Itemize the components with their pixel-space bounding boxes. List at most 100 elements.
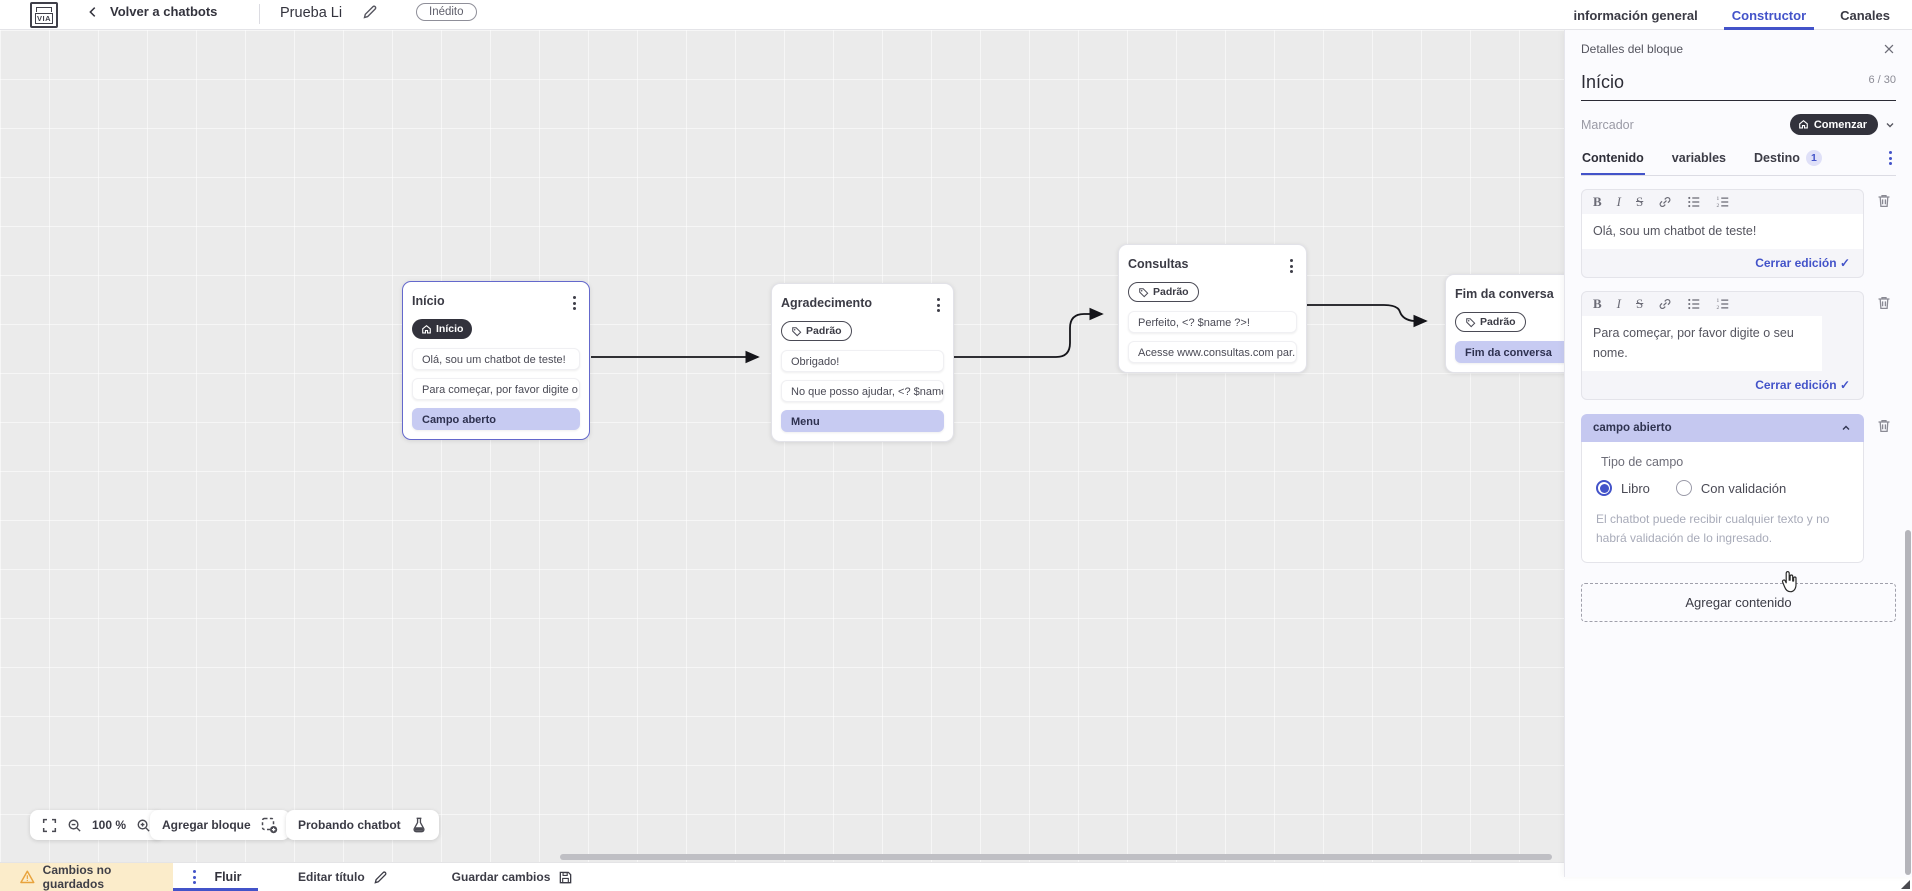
node-menu-button[interactable] xyxy=(1286,257,1297,275)
radio-button-icon xyxy=(1596,480,1612,497)
node-row[interactable]: Acesse www.consultas.com par... xyxy=(1128,340,1297,363)
node-menu-button[interactable] xyxy=(569,294,580,312)
panel-tabs-menu-button[interactable] xyxy=(1885,149,1896,167)
check-icon: ✓ xyxy=(1839,256,1850,271)
message-text-area[interactable]: Para começar, por favor digite o seu nom… xyxy=(1582,316,1822,372)
link-button[interactable] xyxy=(1658,297,1672,311)
chevron-up-icon xyxy=(1842,425,1850,431)
edit-pencil-icon xyxy=(363,5,377,19)
flow-node-inicio[interactable]: Início Início Olá, sou um chatbot de tes… xyxy=(402,281,590,440)
node-row-open-field[interactable]: Campo aberto xyxy=(412,407,580,430)
node-row[interactable]: Olá, sou um chatbot de teste! xyxy=(412,347,580,370)
tab-canales[interactable]: Canales xyxy=(1840,7,1890,23)
zoom-out-icon xyxy=(68,819,81,832)
tab-informacion-general[interactable]: información general xyxy=(1573,7,1698,23)
zoom-out-button[interactable] xyxy=(67,818,82,833)
save-changes-button[interactable]: Guardar cambios xyxy=(448,863,578,891)
delete-content-button[interactable] xyxy=(1876,418,1896,434)
tab-variables[interactable]: variables xyxy=(1671,150,1727,165)
open-field-section: campo abierto Tipo de campo Libro Con va… xyxy=(1581,414,1896,564)
tab-constructor[interactable]: Constructor xyxy=(1723,0,1815,30)
node-row-menu[interactable]: Menu xyxy=(781,409,944,432)
link-button[interactable] xyxy=(1658,195,1672,209)
flow-node-consultas[interactable]: Consultas Padrão Perfeito, <? $name ?>! … xyxy=(1118,244,1307,373)
link-icon xyxy=(1659,197,1671,207)
bullet-list-icon xyxy=(1688,299,1700,310)
node-title: Fim da conversa xyxy=(1455,287,1554,301)
top-header: VIA Volver a chatbots Prueba Li Inédito … xyxy=(0,0,1912,30)
svg-text:2: 2 xyxy=(1717,203,1720,209)
close-edit-button[interactable]: Cerrar edición ✓ xyxy=(1755,378,1850,393)
bold-button[interactable]: B xyxy=(1593,194,1602,209)
open-field-header[interactable]: campo abierto xyxy=(1581,414,1864,443)
home-icon xyxy=(422,324,431,333)
radio-button-icon xyxy=(1675,480,1692,497)
flow-node-agradecimento[interactable]: Agradecimento Padrão Obrigado! No que po… xyxy=(771,283,954,442)
home-icon xyxy=(1798,120,1808,129)
tab-fluir[interactable]: Fluir xyxy=(173,863,258,891)
chevron-down-icon xyxy=(1886,122,1894,127)
node-menu-button[interactable] xyxy=(933,296,944,314)
edit-title-button[interactable] xyxy=(362,4,378,20)
block-name-field[interactable]: Início xyxy=(1581,72,1625,92)
add-block-button[interactable]: Agregar bloque xyxy=(150,810,290,840)
chatbot-title[interactable]: Prueba Li xyxy=(280,5,343,21)
numbered-list-icon: 12 xyxy=(1717,298,1729,311)
delete-content-button[interactable] xyxy=(1876,295,1896,311)
node-badge: Padrão xyxy=(1128,282,1199,302)
add-content-button[interactable]: Agregar contenido xyxy=(1581,583,1896,623)
svg-text:2: 2 xyxy=(1717,305,1720,311)
bullet-list-button[interactable] xyxy=(1687,195,1701,209)
marker-label: Marcador xyxy=(1581,117,1634,132)
strikethrough-button[interactable]: S xyxy=(1636,194,1644,209)
panel-vertical-scrollbar[interactable] xyxy=(1905,530,1911,875)
tag-icon xyxy=(1139,287,1149,297)
italic-button[interactable]: I xyxy=(1616,194,1622,209)
save-icon xyxy=(560,871,572,883)
tab-destino[interactable]: Destino 1 xyxy=(1753,149,1823,175)
edit-pencil-icon xyxy=(374,870,387,884)
svg-text:1: 1 xyxy=(1717,298,1720,304)
delete-content-button[interactable] xyxy=(1876,193,1896,209)
radio-con-validacion[interactable]: Con validación xyxy=(1675,480,1786,497)
back-label: Volver a chatbots xyxy=(110,4,218,19)
fullscreen-icon xyxy=(42,818,57,832)
node-badge: Padrão xyxy=(1455,312,1526,332)
node-row[interactable]: Obrigado! xyxy=(781,349,944,372)
resize-corner-icon xyxy=(1901,880,1910,889)
node-row[interactable]: Para começar, por favor digite o ... xyxy=(412,377,580,400)
app-logo: VIA xyxy=(30,2,58,28)
canvas-horizontal-scrollbar[interactable] xyxy=(560,854,1552,860)
zoom-level: 100 % xyxy=(92,818,127,832)
trash-icon xyxy=(1878,420,1890,433)
test-chatbot-button[interactable]: Probando chatbot xyxy=(286,810,439,840)
fullscreen-button[interactable] xyxy=(42,818,57,833)
warning-icon xyxy=(20,870,35,884)
tag-icon xyxy=(792,326,802,336)
node-row[interactable]: Perfeito, <? $name ?>! xyxy=(1128,310,1297,333)
italic-button[interactable]: I xyxy=(1616,296,1622,312)
close-edit-button[interactable]: Cerrar edición ✓ xyxy=(1755,256,1850,271)
marker-dropdown[interactable]: Comenzar xyxy=(1789,114,1896,135)
close-panel-button[interactable] xyxy=(1882,42,1896,56)
back-to-chatbots-button[interactable]: Volver a chatbots xyxy=(86,4,217,19)
strikethrough-button[interactable]: S xyxy=(1636,296,1644,312)
message-text-area[interactable]: Olá, sou um chatbot de teste! xyxy=(1582,214,1863,250)
edit-flow-title-button[interactable]: Editar título xyxy=(294,863,392,891)
radio-libro[interactable]: Libro xyxy=(1596,480,1650,497)
node-title: Consultas xyxy=(1128,257,1189,271)
status-badge: Inédito xyxy=(416,3,477,21)
node-row[interactable]: No que posso ajudar, <? $name ... xyxy=(781,379,944,402)
bullet-list-button[interactable] xyxy=(1687,297,1701,311)
bold-button[interactable]: B xyxy=(1593,296,1602,312)
zoom-in-button[interactable] xyxy=(136,818,151,833)
tab-contenido[interactable]: Contenido xyxy=(1581,151,1645,175)
flow-tab-menu-button[interactable] xyxy=(189,868,200,886)
field-helper-text: El chatbot puede recibir cualquier texto… xyxy=(1596,512,1830,545)
